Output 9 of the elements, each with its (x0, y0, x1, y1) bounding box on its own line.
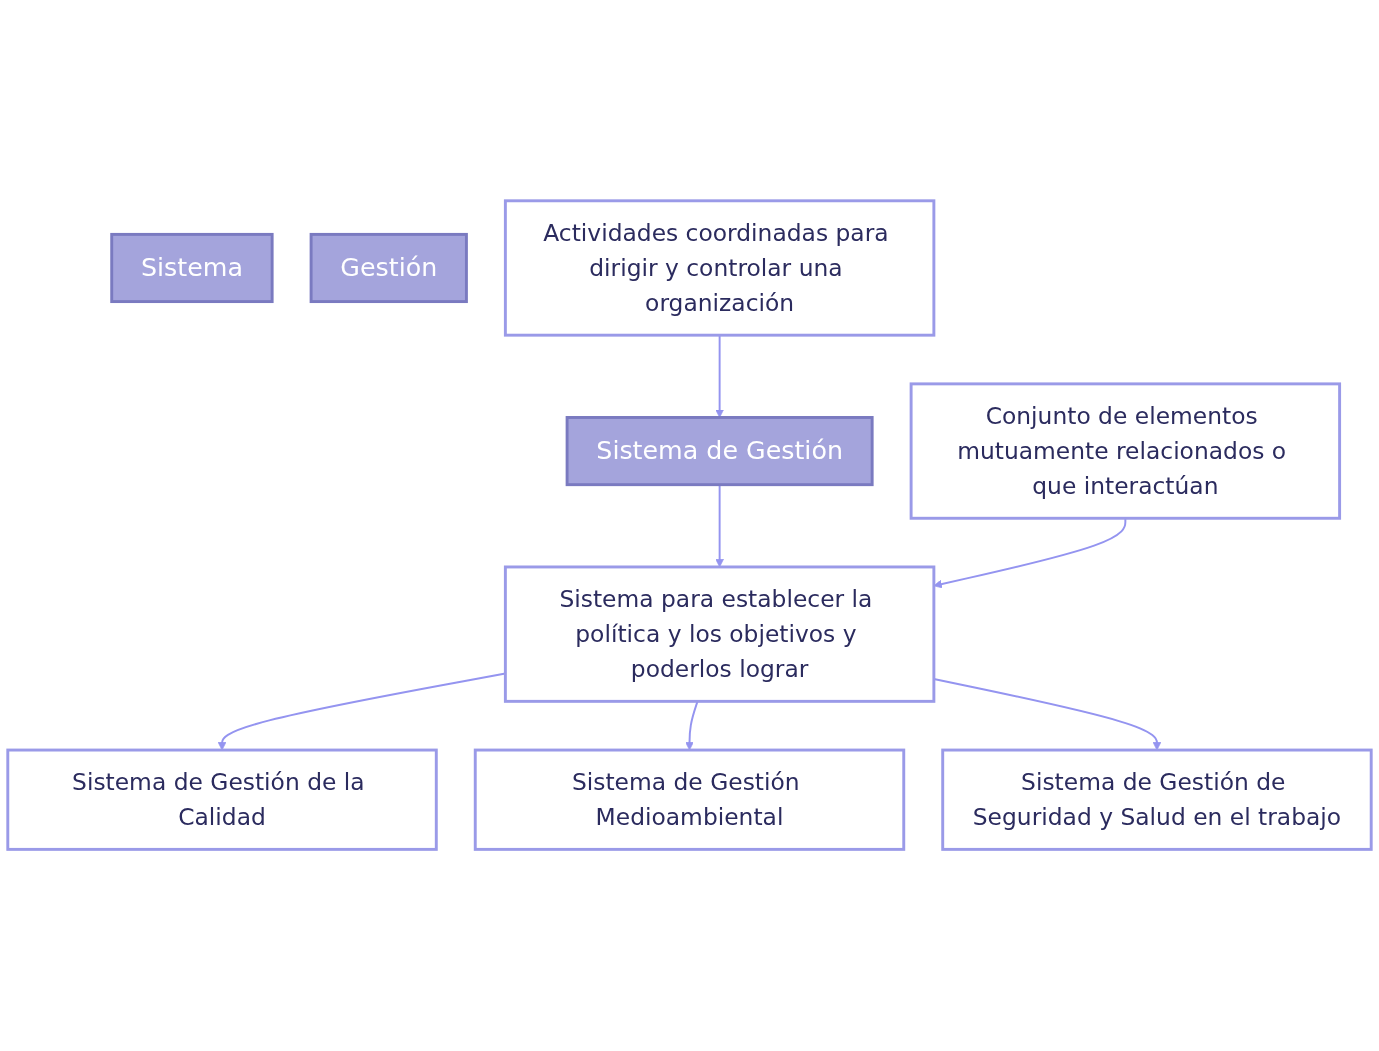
node-box: Sistema para establecer la política y los objetivos y poderlos lograr (503, 565, 936, 704)
node-box: Actividades coordinadas para dirigir y controlar una organización (503, 199, 936, 338)
node-box: Sistema de Gestión (565, 416, 874, 487)
node-box: Sistema de Gestión de la Calidad (6, 749, 438, 852)
node-box: Conjunto de elementos mutuamente relacionados o que interactúan (909, 382, 1342, 521)
node-box: Sistema (110, 233, 274, 304)
node-box: Sistema de Gestión Medioambiental (473, 749, 906, 852)
node-box: Gestión (309, 233, 468, 304)
node-box: Sistema de Gestión de Seguridad y Salud en el trabajo (941, 749, 1373, 852)
